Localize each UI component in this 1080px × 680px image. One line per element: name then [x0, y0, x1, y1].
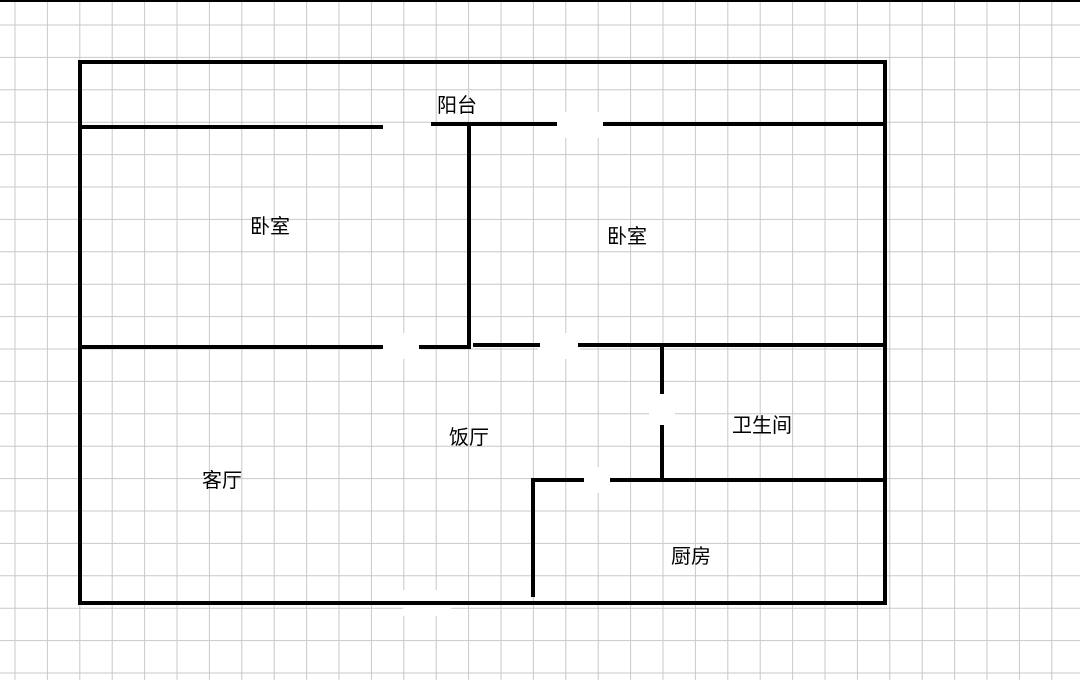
room-label-balcony: 阳台 — [437, 93, 477, 117]
walls — [78, 60, 887, 605]
room-label-dining-room: 饭厅 — [449, 425, 489, 449]
room-label-kitchen: 厨房 — [671, 544, 711, 568]
room-label-bedroom-right: 卧室 — [607, 224, 647, 248]
room-label-bathroom: 卫生间 — [732, 413, 792, 437]
room-label-bedroom-left: 卧室 — [250, 214, 290, 238]
top-border — [0, 0, 1080, 2]
room-label-living-room: 客厅 — [202, 468, 242, 492]
